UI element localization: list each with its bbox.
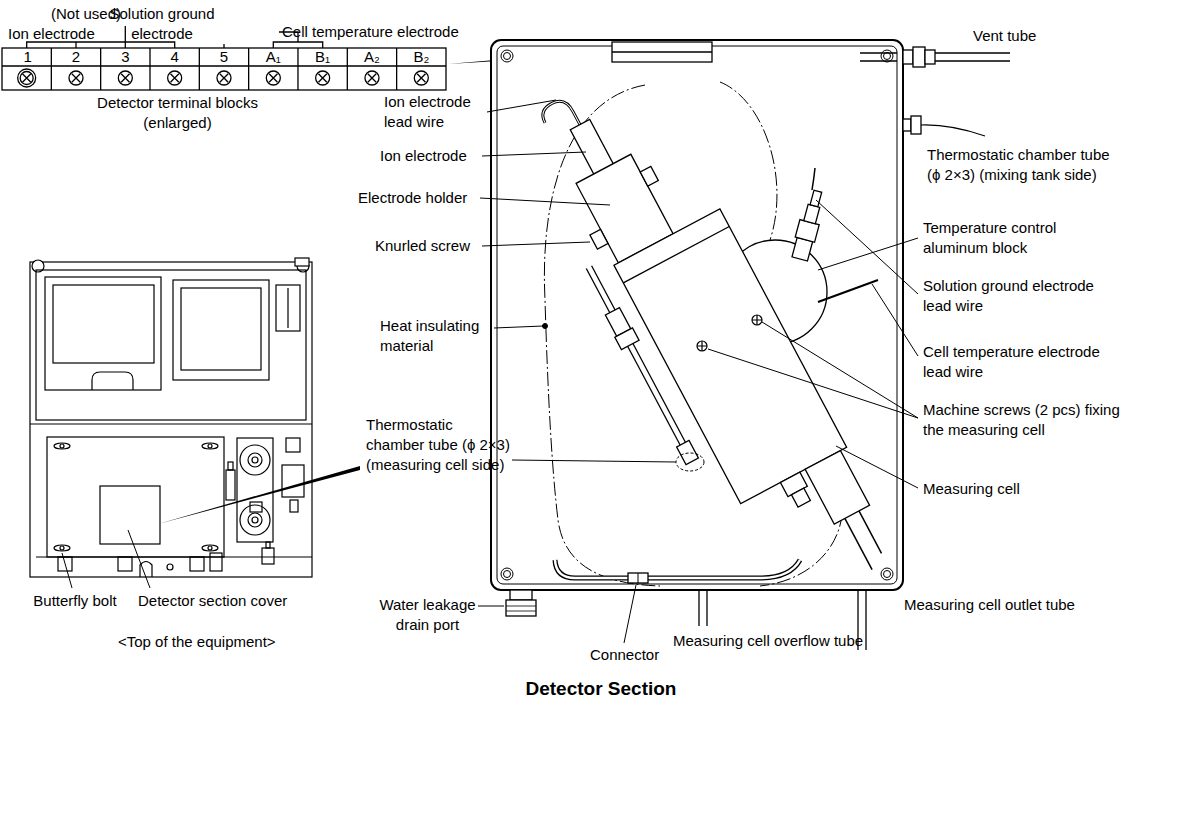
terminal-screw-cross — [72, 74, 80, 82]
terminal-screw-cross — [318, 74, 326, 82]
part-label: Measuring cell overflow tube — [673, 631, 863, 651]
terminal-screw-cross — [170, 74, 178, 82]
terminal-number: B₂ — [397, 48, 446, 66]
part-label: Measuring cell — [923, 479, 1020, 499]
terminal-screw — [118, 71, 132, 85]
terminal-number: A₂ — [347, 48, 396, 66]
terminal-screw — [69, 71, 83, 85]
terminal-number: B₁ — [298, 48, 347, 66]
terminal-screw — [168, 71, 182, 85]
part-label: Ion electrode — [380, 146, 467, 166]
terminal-number: 4 — [150, 48, 199, 66]
part-label: Knurled screw — [375, 236, 470, 256]
terminal-screw — [365, 71, 379, 85]
terminal-divider — [199, 48, 200, 90]
part-label: Ion electrode — [8, 24, 95, 44]
part-label: Detector terminal blocks (enlarged) — [80, 93, 275, 133]
terminal-screw-cross — [368, 74, 376, 82]
terminal-number: 1 — [3, 48, 52, 66]
part-label: Cell temperature electrode lead wire — [923, 342, 1128, 382]
part-label: Butterfly bolt — [20, 591, 130, 611]
terminal-divider — [149, 48, 150, 90]
part-label: Measuring cell outlet tube — [904, 595, 1075, 615]
part-label: Solution ground electrode — [102, 4, 222, 44]
terminal-screw-cross — [22, 74, 30, 82]
terminal-divider — [297, 48, 298, 90]
terminal-screw-cross — [121, 74, 129, 82]
terminal-screw-cross — [269, 74, 277, 82]
part-label: Electrode holder — [358, 188, 467, 208]
terminal-number: A₁ — [249, 48, 298, 66]
terminal-screw — [266, 71, 280, 85]
part-label: Machine screws (2 pcs) fixing the measur… — [923, 400, 1123, 440]
part-label: Thermostatic chamber tube (ϕ 2×3) (measu… — [366, 415, 511, 475]
terminal-screw — [414, 71, 428, 85]
part-label: Heat insulating material — [380, 316, 495, 356]
part-label: <Top of the equipment> — [118, 632, 276, 652]
terminal-number: 3 — [101, 48, 150, 66]
part-label: Water leakage drain port — [375, 595, 480, 635]
part-label: Connector — [590, 645, 659, 665]
terminal-divider — [396, 48, 397, 90]
terminal-screw — [217, 71, 231, 85]
part-label: Ion electrode lead wire — [384, 92, 494, 132]
part-label: Temperature control aluminum block — [923, 218, 1123, 258]
terminal-number: 2 — [51, 48, 100, 66]
terminal-divider — [51, 48, 52, 90]
terminal-number: 5 — [199, 48, 248, 66]
terminal-divider — [347, 48, 348, 90]
terminal-screw — [18, 69, 36, 87]
terminal-screw-cross — [220, 74, 228, 82]
part-label: Thermostatic chamber tube (ϕ 2×3) (mixin… — [927, 145, 1127, 185]
terminal-screw — [20, 72, 33, 85]
terminal-divider — [100, 48, 101, 90]
part-label: Cell temperature electrode — [282, 22, 459, 42]
part-label: Detector section cover — [138, 591, 287, 611]
terminal-divider — [248, 48, 249, 90]
terminal-screw — [316, 71, 330, 85]
part-label: Vent tube — [973, 26, 1036, 46]
figure-caption: Detector Section — [351, 677, 851, 701]
part-label: Solution ground electrode lead wire — [923, 276, 1118, 316]
terminal-screw-cross — [417, 74, 425, 82]
